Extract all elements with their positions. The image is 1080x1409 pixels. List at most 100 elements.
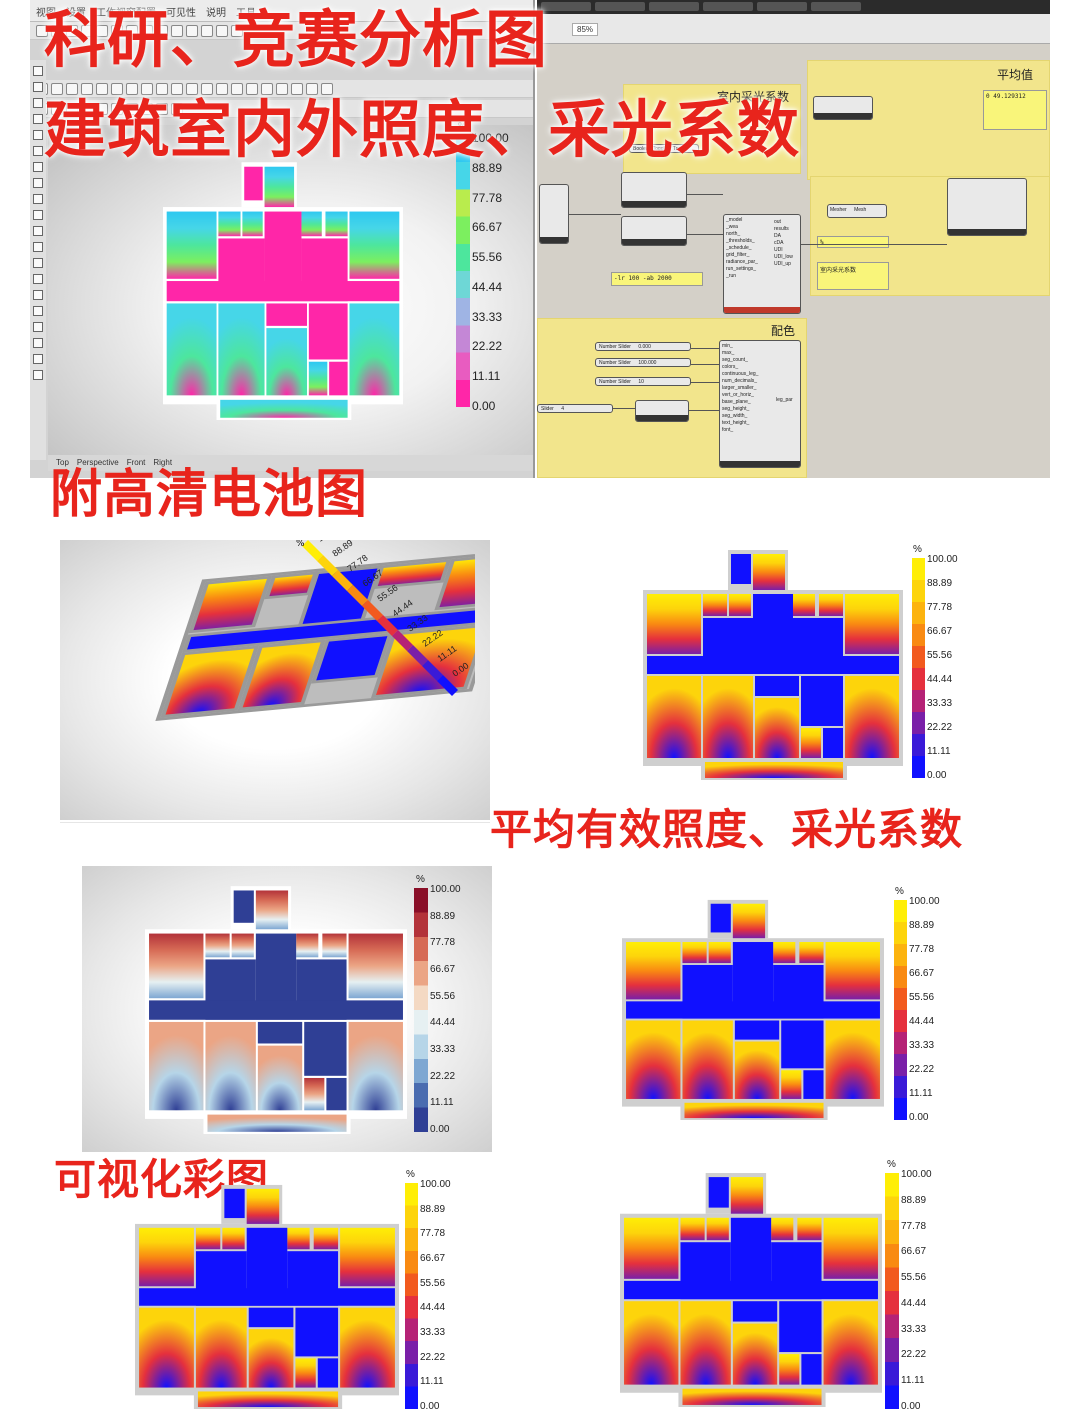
- tool-icon[interactable]: [51, 82, 63, 95]
- gh-component-gradient[interactable]: [635, 400, 689, 422]
- boolean-toggle[interactable]: Boolean Toggle True: [629, 144, 699, 153]
- tool-icon[interactable]: [126, 82, 138, 95]
- tool-icon[interactable]: [141, 24, 153, 37]
- gh-component-avg[interactable]: [813, 96, 873, 120]
- tool-icon[interactable]: [33, 370, 43, 380]
- tool-icon[interactable]: [216, 82, 228, 95]
- tool-icon[interactable]: [216, 24, 228, 37]
- tool-icon[interactable]: [66, 82, 78, 95]
- tool-icon[interactable]: [276, 82, 288, 95]
- tool-icon[interactable]: [201, 82, 213, 95]
- percent-panel[interactable]: %: [817, 236, 889, 248]
- tool-icon[interactable]: [33, 130, 43, 140]
- tool-icon[interactable]: [33, 242, 43, 252]
- gh-component-legend-par[interactable]: min_ max_ seg_count_ colors_ continuous_…: [719, 340, 801, 468]
- tool-icon[interactable]: [33, 98, 43, 108]
- tool-icon[interactable]: [33, 226, 43, 236]
- tool-icon[interactable]: [156, 102, 168, 115]
- legend-tick: 22.22: [927, 722, 953, 733]
- tool-icon[interactable]: [156, 82, 168, 95]
- label-panel[interactable]: 室内采光系数: [817, 262, 889, 290]
- tool-icon[interactable]: [111, 24, 123, 37]
- menu-item[interactable]: 可见性: [166, 8, 196, 19]
- tool-icon[interactable]: [33, 210, 43, 220]
- tool-icon[interactable]: [51, 102, 63, 115]
- menu-item[interactable]: 视图: [36, 8, 56, 19]
- number-slider-max[interactable]: Number Slider 100.000: [595, 358, 691, 367]
- slider-colors[interactable]: Slider 4: [537, 404, 613, 413]
- gh-component-legend[interactable]: [947, 178, 1027, 236]
- tool-icon[interactable]: [36, 24, 48, 37]
- gh-component-epw[interactable]: [621, 216, 687, 246]
- number-slider-count[interactable]: Number Slider 10: [595, 377, 691, 386]
- tool-icon[interactable]: [33, 322, 43, 332]
- tool-icon[interactable]: [33, 66, 43, 76]
- tool-icon[interactable]: [33, 274, 43, 284]
- legend-swatch: [332, 570, 353, 591]
- tool-icon[interactable]: [33, 146, 43, 156]
- param-panel[interactable]: -lr 100 -ab 2000: [611, 272, 703, 286]
- tool-icon[interactable]: [141, 82, 153, 95]
- tool-icon[interactable]: [186, 82, 198, 95]
- tool-icon[interactable]: [291, 82, 303, 95]
- legend-tick: 88.89: [420, 1203, 446, 1215]
- tool-icon[interactable]: [33, 338, 43, 348]
- tool-icon[interactable]: [33, 194, 43, 204]
- tool-icon[interactable]: [261, 82, 273, 95]
- tool-icon[interactable]: [96, 102, 108, 115]
- gh-canvas[interactable]: 室内采光系数 平均值 0 49.129312 配色 Boolean Toggle…: [537, 44, 1050, 478]
- number-slider-min[interactable]: Number Slider 0.000: [595, 342, 691, 351]
- viewport-tab-front[interactable]: Front: [126, 458, 146, 467]
- tool-icon[interactable]: [33, 82, 43, 92]
- tool-icon[interactable]: [33, 162, 43, 172]
- tool-icon[interactable]: [96, 82, 108, 95]
- tool-icon[interactable]: [321, 82, 333, 95]
- tool-icon[interactable]: [156, 24, 168, 37]
- tool-icon[interactable]: [33, 290, 43, 300]
- tool-icon[interactable]: [171, 82, 183, 95]
- viewport-tab-right[interactable]: Right: [153, 458, 173, 467]
- tool-icon[interactable]: [33, 178, 43, 188]
- gh-component-input-a[interactable]: [539, 184, 569, 244]
- tool-icon[interactable]: [306, 82, 318, 95]
- tool-icon[interactable]: [171, 102, 183, 115]
- tool-icon[interactable]: [51, 24, 63, 37]
- tool-icon[interactable]: [81, 82, 93, 95]
- tool-icon[interactable]: [33, 306, 43, 316]
- tool-icon[interactable]: [81, 24, 93, 37]
- tool-icon[interactable]: [231, 82, 243, 95]
- legend-tick: 77.78: [909, 944, 935, 955]
- tool-icon[interactable]: [33, 258, 43, 268]
- legend-tick: 88.89: [472, 160, 503, 175]
- tool-icon[interactable]: [246, 82, 258, 95]
- gh-component-grid[interactable]: [621, 172, 687, 208]
- menu-item[interactable]: 说明: [206, 8, 226, 19]
- viewport-tab-top[interactable]: Top: [56, 458, 69, 467]
- tool-icon[interactable]: [171, 24, 183, 37]
- tool-icon[interactable]: [33, 114, 43, 124]
- avg-value-panel[interactable]: 0 49.129312: [983, 90, 1047, 130]
- gh-component-annual-daylight[interactable]: _model _wea north_ _thresholds_ _schedul…: [723, 214, 801, 314]
- gh-component-mesher[interactable]: Mesher Mesh: [827, 204, 887, 218]
- gh-group-daylight[interactable]: [623, 84, 801, 174]
- room-cell: [753, 554, 785, 590]
- tool-icon[interactable]: [141, 102, 153, 115]
- tool-icon[interactable]: [126, 24, 138, 37]
- tool-icon[interactable]: [81, 102, 93, 115]
- tool-icon[interactable]: [111, 82, 123, 95]
- tool-icon[interactable]: [231, 24, 243, 37]
- zoom-field[interactable]: 85%: [572, 23, 599, 36]
- tool-icon[interactable]: [186, 24, 198, 37]
- menu-item[interactable]: 工具: [236, 8, 256, 19]
- tool-icon[interactable]: [66, 24, 78, 37]
- tool-icon[interactable]: [201, 24, 213, 37]
- viewport-tab-perspective[interactable]: Perspective: [76, 458, 119, 467]
- tool-icon[interactable]: [111, 102, 123, 115]
- tool-icon[interactable]: [66, 102, 78, 115]
- tool-icon[interactable]: [126, 102, 138, 115]
- menu-item[interactable]: 工作视窗配置: [96, 8, 156, 19]
- menu-item[interactable]: 设置: [66, 8, 86, 19]
- tool-icon[interactable]: [96, 24, 108, 37]
- tool-icon[interactable]: [33, 354, 43, 364]
